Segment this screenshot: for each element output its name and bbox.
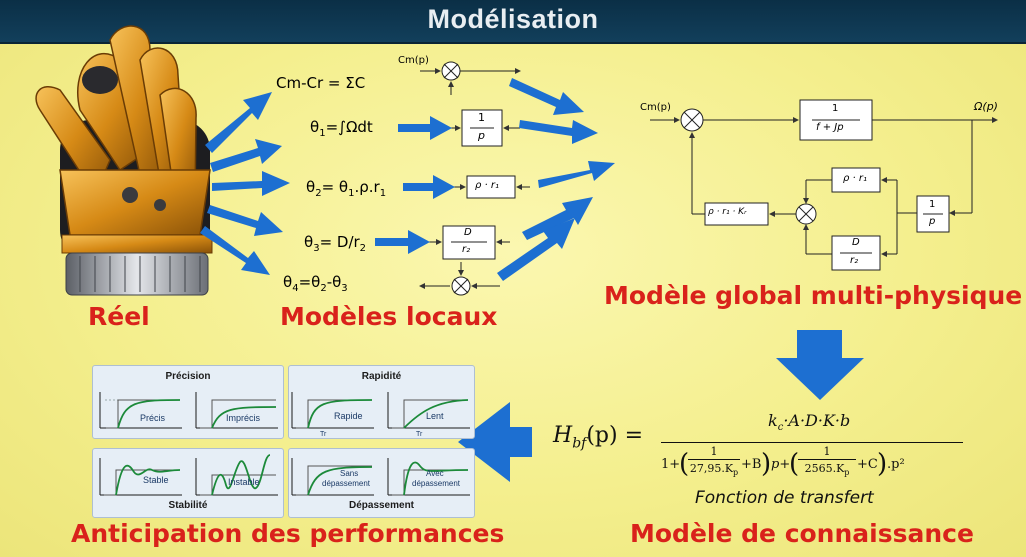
- arrow-hand-eq3: [212, 171, 290, 196]
- caption-modele-global: Modèle global multi-physique: [604, 281, 1023, 310]
- label-sans-depassement: dépassement: [322, 479, 371, 488]
- panel-depassement-title: Dépassement: [348, 500, 415, 511]
- arrow-b2-global: [538, 161, 615, 188]
- hand-to-equations-arrows: [200, 92, 290, 275]
- local-b1-den: p: [478, 129, 485, 142]
- curve-instable: [195, 454, 278, 496]
- curve-imprecis: [195, 392, 278, 429]
- global-input-label: Cm(p): [640, 102, 671, 113]
- curve-avec-depassement: [387, 458, 470, 496]
- prosthetic-hand-illustration: [35, 25, 213, 296]
- global-fb-gain-label: ρ · r₁ · Kᵣ: [708, 207, 747, 217]
- label-sans: Sans: [340, 469, 359, 478]
- arrow-hand-eq5: [200, 226, 270, 275]
- equation-to-block-arrows: [375, 116, 455, 254]
- global-int-den: p: [929, 216, 936, 227]
- label-avec: Avec: [426, 469, 444, 478]
- local-blocks: [419, 61, 530, 296]
- equation-theta3: θ3= D/r2: [304, 233, 367, 254]
- global-forward-den: f + Jp: [816, 122, 844, 133]
- arrow-eq2-block: [398, 116, 452, 140]
- tf-lhs: Hbf(p) =: [553, 423, 644, 452]
- title-bar: Modélisation: [0, 0, 1026, 44]
- curve-lent: [387, 392, 470, 429]
- global-block-diagram: [650, 99, 998, 271]
- curve-sans-depassement: [291, 458, 374, 496]
- arrow-down-global-to-formula: [776, 330, 864, 400]
- curve-precis: [99, 392, 182, 429]
- panel-precision-title: Précision: [165, 371, 211, 382]
- equation-torque-sum: Cm-Cr = ΣC: [276, 74, 366, 92]
- performance-curves: [99, 392, 470, 496]
- curve-rapide: [291, 392, 374, 429]
- arrow-left-formula-to-performance: [458, 402, 532, 482]
- equation-theta4: θ4=θ2-θ3: [283, 273, 348, 294]
- global-fb-lower-num: D: [852, 237, 860, 248]
- flow-arrows: [458, 330, 864, 482]
- panel-depassement: Dépassement: [288, 448, 475, 518]
- block-rho-r1: [466, 175, 516, 199]
- caption-reel: Réel: [88, 302, 150, 331]
- tf-denominator: 1+ ( 1 27,95.Kp +B ) p+ ( 1 2565.Kp +C )…: [661, 445, 905, 479]
- arrow-hand-eq4: [207, 205, 283, 236]
- local-b3-den: r₂: [462, 244, 471, 255]
- arrow-b4-global: [497, 218, 575, 281]
- caption-modeles-locaux: Modèles locaux: [280, 302, 498, 331]
- transfer-function-caption: Fonction de transfert: [695, 488, 874, 508]
- local-b1-num: 1: [478, 111, 485, 124]
- panel-stabilite-title: Stabilité: [168, 500, 208, 511]
- equation-theta1: θ1=∫Ωdt: [310, 118, 373, 139]
- local-b2-label: ρ · r₁: [475, 180, 500, 191]
- panel-rapidite: Rapidité: [288, 365, 475, 439]
- global-int-num: 1: [929, 199, 936, 210]
- arrow-hand-eq1: [205, 92, 272, 153]
- local-b3-num: D: [464, 227, 472, 238]
- label-rapide: Rapide: [334, 411, 363, 421]
- global-fb-lower-den: r₂: [850, 255, 859, 266]
- label-tr-2: Tr: [416, 431, 423, 438]
- label-lent: Lent: [426, 411, 444, 421]
- local-cm-label: Cm(p): [398, 55, 429, 66]
- blocks-to-global-arrows: [497, 78, 615, 281]
- global-fb-upper-label: ρ · r₁: [843, 173, 868, 184]
- global-output-label: Ω(p): [974, 100, 998, 113]
- label-stable: Stable: [143, 475, 169, 485]
- caption-modele-connaissance: Modèle de connaissance: [630, 519, 974, 548]
- arrow-b0-global: [509, 78, 584, 115]
- label-tr-1: Tr: [320, 431, 327, 438]
- label-imprecis: Imprécis: [226, 413, 261, 423]
- arrow-b3-global: [522, 197, 593, 240]
- label-avec-depassement: dépassement: [412, 479, 461, 488]
- arrow-b1-global: [519, 120, 598, 144]
- slide-title: Modélisation: [427, 4, 599, 34]
- arrow-hand-eq2: [210, 139, 282, 172]
- panel-precision: Précision: [92, 365, 284, 439]
- equation-theta2: θ2= θ1.ρ.r1: [306, 178, 387, 199]
- curve-stable: [99, 458, 182, 496]
- tf-numerator: kc·A·D·K·b: [768, 411, 851, 434]
- tf-fraction-bar: [661, 442, 963, 443]
- caption-anticipation: Anticipation des performances: [71, 519, 505, 548]
- global-forward-num: 1: [832, 103, 839, 114]
- label-precis: Précis: [140, 413, 166, 423]
- arrow-eq4-block: [375, 230, 430, 254]
- label-instable: Instable: [228, 477, 260, 487]
- panel-rapidite-title: Rapidité: [361, 371, 402, 382]
- arrow-eq3-block: [403, 175, 455, 199]
